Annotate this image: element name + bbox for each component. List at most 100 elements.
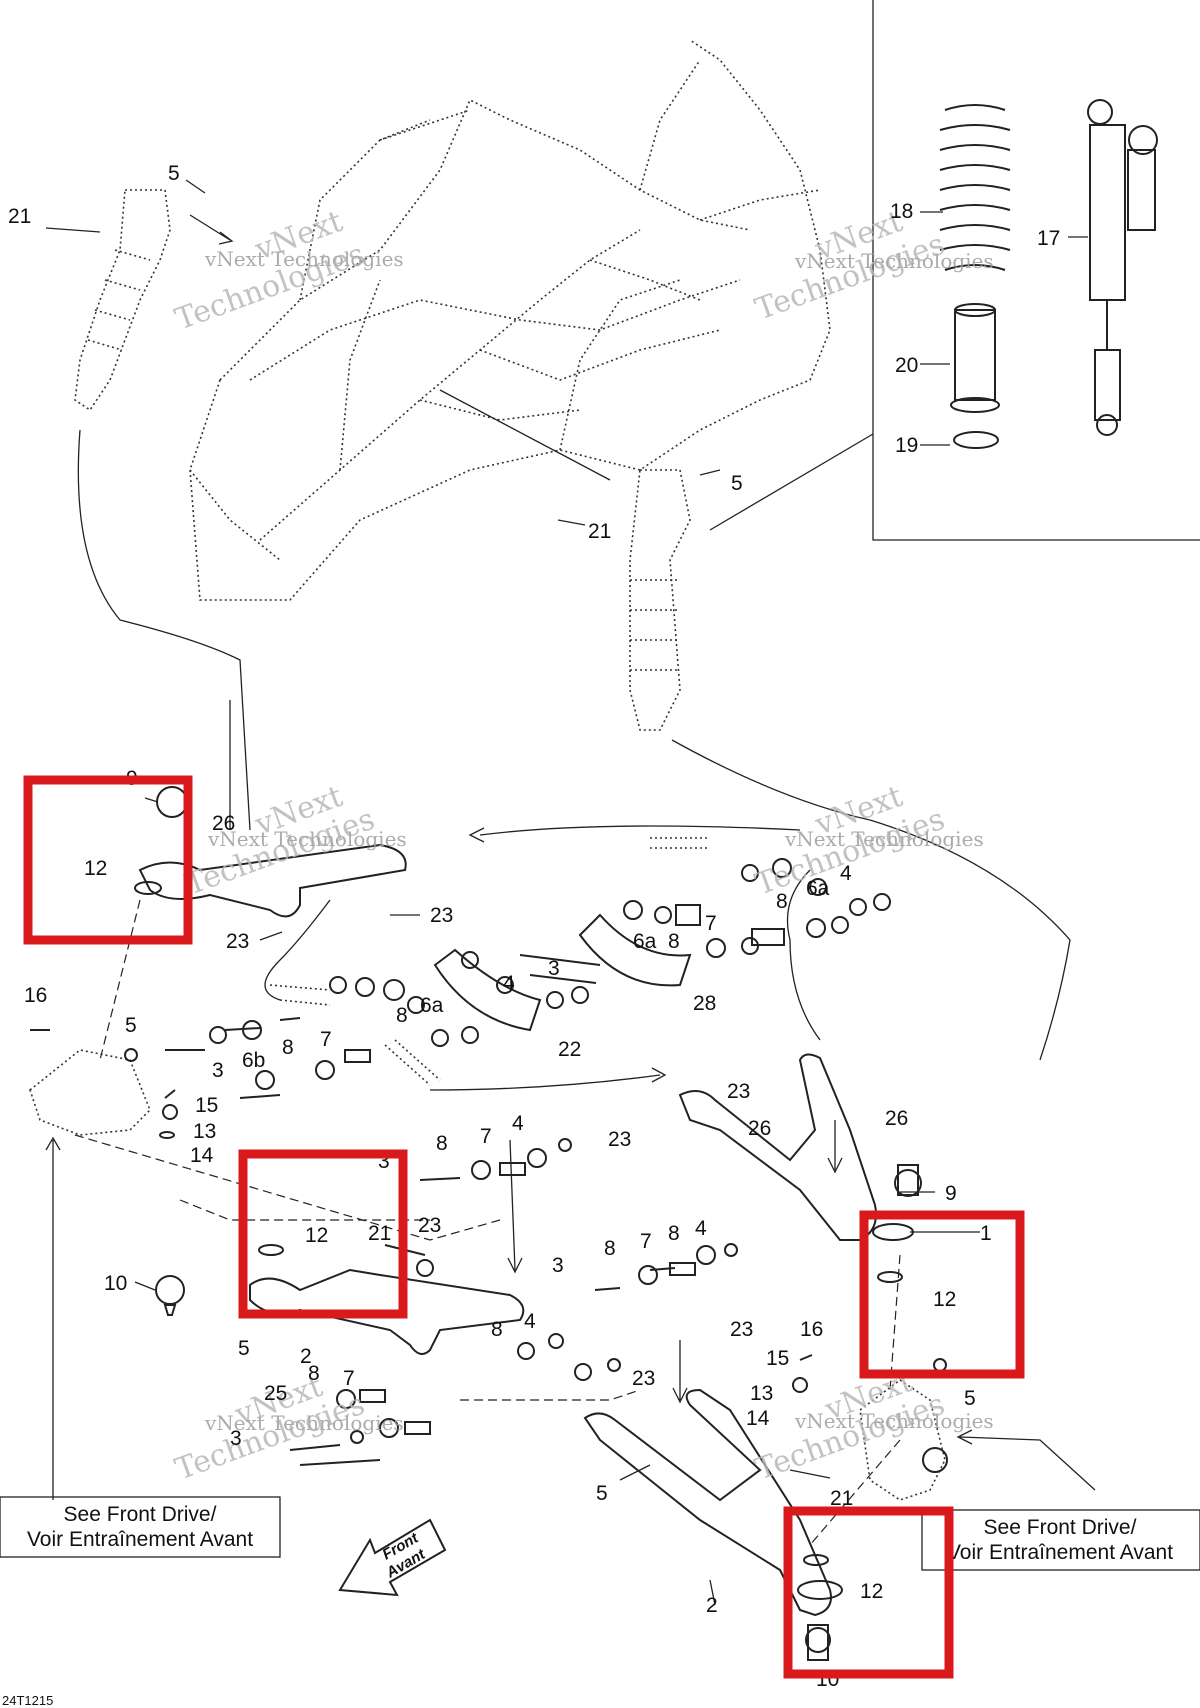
callout-14: 14	[746, 1407, 770, 1430]
highlight-boxes	[23, 775, 1025, 1679]
callout-18: 18	[890, 200, 913, 223]
callout-15: 15	[766, 1347, 789, 1370]
callout-6a: 6a	[633, 930, 657, 953]
callout-8: 8	[668, 930, 680, 953]
callout-7: 7	[320, 1028, 332, 1051]
callout-4: 4	[695, 1217, 707, 1240]
reference-right-line1: See Front Drive/	[984, 1516, 1137, 1539]
watermark-6c: vNext Technologies	[794, 1409, 994, 1433]
watermark-4c: vNext Technologies	[784, 827, 984, 851]
callout-23: 23	[608, 1128, 631, 1151]
callout-23: 23	[430, 904, 453, 927]
callout-23: 23	[226, 930, 249, 953]
callout-22: 22	[558, 1038, 581, 1061]
watermark-2c: vNext Technologies	[794, 249, 994, 273]
callout-5: 5	[596, 1482, 608, 1505]
callout-4: 4	[840, 862, 852, 885]
callout-1: 1	[980, 1222, 992, 1245]
shock-detail-inset	[709, 0, 1200, 541]
callout-8: 8	[282, 1036, 294, 1059]
bump-stop-20	[950, 303, 1000, 413]
callout-23: 23	[727, 1080, 750, 1103]
callout-28: 28	[693, 992, 716, 1015]
callout-21: 21	[588, 520, 611, 543]
callout-7: 7	[705, 912, 717, 935]
callout-21: 21	[8, 205, 31, 228]
callout-3: 3	[548, 957, 560, 980]
callout-23: 23	[730, 1318, 753, 1341]
lower-a-arm-right	[583, 1388, 843, 1661]
callout-25: 25	[264, 1382, 287, 1405]
callout-9: 9	[945, 1182, 957, 1205]
reference-arrow-left	[45, 1136, 61, 1500]
callout-6a: 6a	[806, 877, 830, 900]
callout-7: 7	[480, 1125, 492, 1148]
callout-21: 21	[368, 1222, 391, 1245]
lower-arm-left	[155, 1244, 525, 1355]
frame-assembly	[189, 39, 831, 601]
bushings-middle-row	[165, 948, 589, 1099]
callout-26: 26	[748, 1117, 771, 1140]
bushings-lower	[289, 1138, 738, 1466]
washer-19	[953, 431, 999, 449]
watermarks: vNext Technologies vNext Technologies vN…	[171, 204, 994, 1488]
callout-4: 4	[512, 1112, 524, 1135]
leader-lines	[74, 214, 901, 1546]
callout-4: 4	[503, 972, 515, 995]
reference-left-line2: Voir Entraînement Avant	[27, 1528, 253, 1551]
callout-12: 12	[860, 1580, 883, 1603]
callout-8: 8	[668, 1222, 680, 1245]
callout-4: 4	[524, 1310, 536, 1333]
callout-3: 3	[552, 1254, 564, 1277]
reference-left-line1: See Front Drive/	[64, 1503, 217, 1526]
front-direction-arrow: Front Avant	[338, 1518, 447, 1597]
callout-26: 26	[885, 1107, 908, 1130]
callout-5: 5	[731, 472, 743, 495]
callout-8: 8	[776, 890, 788, 913]
callout-2: 2	[300, 1345, 312, 1368]
callout-numbers: 21 5 18 17 20 19 5 21 9 26 12 23 23 6a 4…	[8, 162, 1060, 1691]
callout-12: 12	[933, 1288, 956, 1311]
callout-15: 15	[195, 1094, 218, 1117]
callout-14: 14	[190, 1144, 214, 1167]
spring-18	[939, 104, 1011, 271]
callout-2: 2	[706, 1594, 718, 1617]
drawing-code: 24T1215	[2, 1693, 53, 1708]
callout-leaders	[45, 179, 1088, 1606]
callout-12: 12	[84, 857, 107, 880]
callout-12: 12	[305, 1224, 328, 1247]
callout-7: 7	[640, 1230, 652, 1253]
callout-6b: 6b	[242, 1049, 265, 1072]
callout-13: 13	[750, 1382, 773, 1405]
callout-6a: 6a	[420, 994, 444, 1017]
callout-19: 19	[895, 434, 918, 457]
callout-8: 8	[604, 1237, 616, 1260]
watermark-3c: vNext Technologies	[207, 827, 407, 851]
watermark-5c: vNext Technologies	[204, 1411, 404, 1435]
callout-23: 23	[418, 1214, 441, 1237]
callout-3: 3	[230, 1427, 242, 1450]
callout-20: 20	[895, 354, 918, 377]
reference-box-left: See Front Drive/ Voir Entraînement Avant	[0, 1496, 281, 1558]
callout-17: 17	[1037, 227, 1060, 250]
callout-26: 26	[212, 812, 235, 835]
left-shock-absorber	[74, 189, 251, 831]
callout-8: 8	[396, 1004, 408, 1027]
reference-box-right: See Front Drive/ Voir Entraînement Avant	[921, 1509, 1200, 1571]
callout-3: 3	[378, 1150, 390, 1173]
callout-5: 5	[168, 162, 180, 185]
callout-16: 16	[24, 984, 47, 1007]
callout-10: 10	[104, 1272, 127, 1295]
center-shock-absorber	[629, 469, 1071, 1061]
reference-arrow-right	[956, 1429, 1096, 1491]
callout-13: 13	[193, 1120, 216, 1143]
callout-5: 5	[964, 1387, 976, 1410]
callout-5: 5	[238, 1337, 250, 1360]
callout-8: 8	[308, 1362, 320, 1385]
bushings-top-row	[519, 837, 891, 987]
callout-21: 21	[830, 1487, 853, 1510]
callout-3: 3	[212, 1059, 224, 1082]
callout-16: 16	[800, 1318, 823, 1341]
callout-23: 23	[632, 1367, 655, 1390]
